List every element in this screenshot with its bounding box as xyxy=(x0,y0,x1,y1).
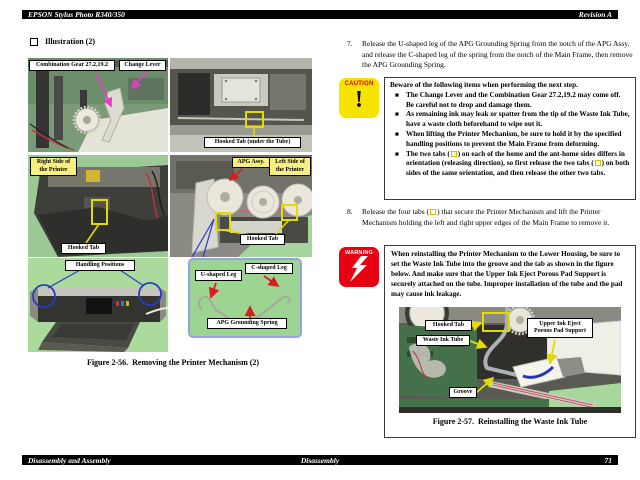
inset-apg-spring: U-shaped Leg C-shaped Leg APG Grounding … xyxy=(188,258,302,338)
caution-title: Beware of the following items when perfo… xyxy=(390,81,578,89)
caution-item-2: ■ As remaining ink may leak or spatter f… xyxy=(395,110,630,129)
step7-text: Release the U-shaped leg of the APG Grou… xyxy=(362,39,633,70)
warning-badge-text: WARNING xyxy=(345,250,373,256)
bullet-square-icon: ■ xyxy=(395,130,399,138)
revision-label: Revision A xyxy=(578,10,612,19)
bullet-square-icon: ■ xyxy=(395,111,399,119)
page-header-bar: EPSON Stylus Photo R340/350 Revision A xyxy=(22,10,618,19)
hooked-tab-label-right: Hooked Tab xyxy=(61,243,106,254)
warning-text: When reinstalling the Printer Mechanism … xyxy=(391,250,623,298)
warning-icon: WARNING xyxy=(339,247,379,287)
illustration-section-heading: Illustration (2) xyxy=(30,37,95,46)
change-lever-label: Change Lever xyxy=(119,60,166,71)
lightning-bolt-icon xyxy=(350,256,368,282)
caution-badge-text: CAUTION xyxy=(344,81,374,87)
caution-box: Beware of the following items when perfo… xyxy=(384,77,636,200)
footer-chapter: Disassembly xyxy=(300,455,340,465)
photo-right-side: Right Side of the Printer Hooked Tab xyxy=(28,155,168,257)
apg-assy-label: APG Assy. xyxy=(232,157,270,168)
fig-hooked-tab-label: Hooked Tab xyxy=(425,320,472,331)
section-title: Illustration (2) xyxy=(45,37,95,46)
step8-number: 8. xyxy=(347,207,353,216)
exclamation-icon: ! xyxy=(355,87,363,113)
fig-waste-ink-tube-label: Waste Ink Tube xyxy=(416,335,470,346)
photo-waste-ink-tube: Hooked Tab Upper Ink Eject Porous Pad Su… xyxy=(399,307,621,413)
left-side-of-printer-label: Left Side of the Printer xyxy=(269,157,311,176)
footer-page-number: 71 xyxy=(604,455,613,465)
u-shaped-leg-label: U-shaped Leg xyxy=(195,270,242,281)
combination-gear-label: Combination Gear 27.2,19.2 xyxy=(29,60,115,71)
caution-item-4: ■ The two tabs () on each of the home an… xyxy=(395,149,630,178)
step8-text: Release the four tabs () that secure the… xyxy=(362,207,610,227)
page-footer-bar: Disassembly and Assembly Disassembly 71 xyxy=(22,455,618,465)
c-shaped-leg-label: C-shaped Leg xyxy=(245,263,293,274)
manual-title: EPSON Stylus Photo R340/350 xyxy=(28,10,125,19)
warning-box: When reinstalling the Printer Mechanism … xyxy=(384,245,636,438)
tab-highlight-square-icon xyxy=(594,160,601,167)
handling-positions-label: Handling Positions xyxy=(65,260,135,271)
hooked-tab-under-tube-label: Hooked Tab (under the Tube) xyxy=(204,137,301,148)
right-side-of-printer-label: Right Side of the Printer xyxy=(30,157,77,176)
tab-highlight-square-icon xyxy=(430,209,437,215)
tab-highlight-square-icon xyxy=(450,150,457,157)
photo-left-side-apg: APG Assy. Left Side of the Printer Hooke… xyxy=(170,155,312,257)
caution-item-1: ■ The Change Lever and the Combination G… xyxy=(395,90,621,109)
caution-item-3: ■ When lifting the Printer Mechanism, be… xyxy=(395,129,622,148)
footer-section: Disassembly and Assembly xyxy=(28,455,111,465)
figure-2-56-caption: Figure 2-56. Removing the Printer Mechan… xyxy=(86,358,260,367)
hooked-tab-label-left: Hooked Tab xyxy=(240,234,285,245)
step7-number: 7. xyxy=(347,39,353,48)
checkbox-icon xyxy=(30,37,38,46)
apg-grounding-spring-label: APG Grounding Spring xyxy=(207,318,287,329)
bullet-square-icon: ■ xyxy=(395,150,399,158)
fig-upper-pad-label: Upper Ink Eject Porous Pad Support xyxy=(527,318,593,338)
photo-handling-positions: Handling Positions xyxy=(28,258,168,352)
photo-gear-illustration xyxy=(28,58,168,152)
caution-icon: CAUTION ! xyxy=(339,78,379,118)
figure-2-57-caption: Figure 2-57. Reinstalling the Waste Ink … xyxy=(432,417,588,426)
photo-top-view: Hooked Tab (under the Tube) xyxy=(170,58,312,152)
bullet-square-icon: ■ xyxy=(395,91,399,99)
photo-handling-illustration xyxy=(28,258,168,352)
photo-combination-gear: Combination Gear 27.2,19.2 Change Lever xyxy=(28,58,168,152)
fig-groove-label: Groove xyxy=(449,387,477,398)
